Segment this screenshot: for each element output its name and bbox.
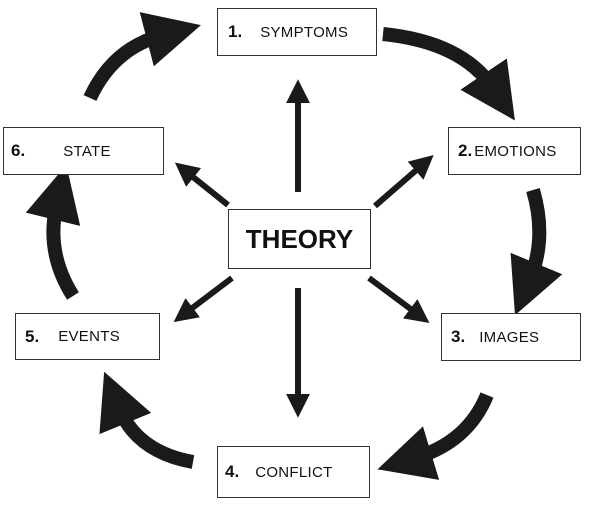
step-label: EMOTIONS (474, 142, 557, 160)
spoke-arrow-emotions (373, 154, 434, 209)
step-number: 3. (451, 327, 466, 346)
step-label: IMAGES (479, 328, 540, 346)
spoke-arrow-events (173, 275, 234, 323)
center-box-theory: THEORY (228, 209, 371, 269)
step-number: 4. (225, 462, 240, 481)
spoke-arrow-images (367, 275, 430, 324)
step-box-events: 5. EVENTS (15, 313, 160, 360)
cycle-arrow-conflict-to-events (99, 371, 195, 469)
step-box-symptoms: 1. SYMPTOMS (217, 8, 377, 56)
center-label: THEORY (245, 223, 354, 254)
step-number: 5. (25, 326, 40, 346)
step-label: CONFLICT (255, 463, 333, 481)
step-box-images: 3. IMAGES (441, 313, 581, 361)
cycle-arrow-images-to-conflict (377, 392, 494, 480)
step-label: EVENTS (58, 328, 121, 345)
step-number: 6. (11, 141, 26, 160)
step-number: 2. (458, 141, 473, 160)
cycle-arrow-state-to-symptoms (83, 12, 201, 102)
cycle-arrow-emotions-to-images (510, 188, 563, 316)
step-label: SYMPTOMS (260, 23, 349, 41)
spoke-arrow-state (174, 162, 230, 208)
step-number: 1. (228, 22, 243, 41)
step-box-conflict: 4. CONFLICT (217, 446, 370, 498)
step-box-state: 6. STATE (3, 127, 164, 175)
cycle-arrow-events-to-state (25, 164, 81, 300)
cycle-arrow-symptoms-to-emotions (382, 27, 515, 121)
step-box-emotions: 2. EMOTIONS (448, 127, 581, 175)
step-label: STATE (63, 142, 111, 160)
